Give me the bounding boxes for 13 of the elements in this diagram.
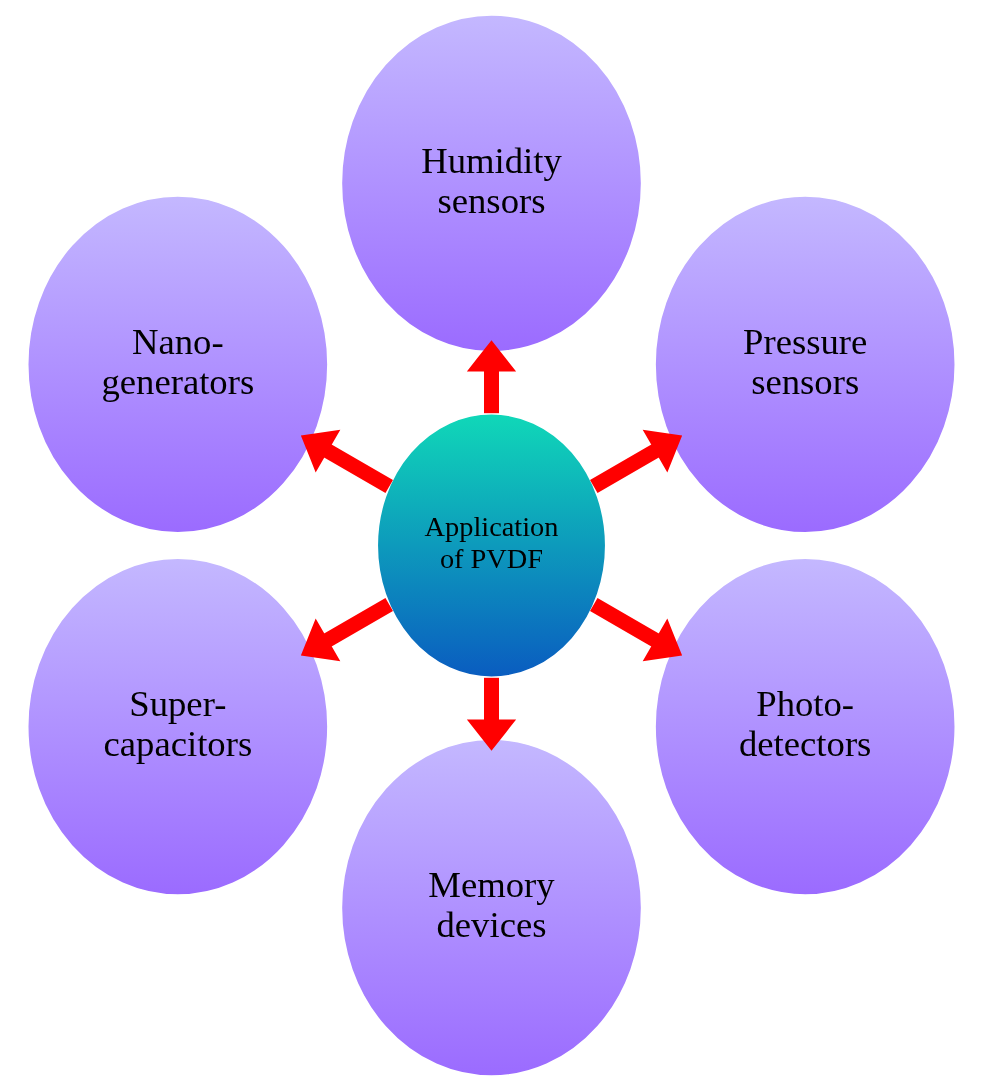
node-ellipse: Super- capacitors <box>26 557 329 896</box>
node-ellipse: Application of PVDF <box>376 412 607 679</box>
node-ellipse: Memory devices <box>340 738 643 1078</box>
arrow <box>466 340 517 414</box>
arrow <box>590 429 683 493</box>
node-ellipse: Humidity sensors <box>340 13 643 353</box>
arrow <box>300 598 393 662</box>
arrow <box>590 598 683 662</box>
arrow <box>466 677 517 751</box>
node-ellipse: Nano- generators <box>26 195 329 534</box>
node-ellipse: Photo- detectors <box>654 557 957 896</box>
node-ellipse: Pressure sensors <box>654 195 957 534</box>
arrow <box>300 429 393 493</box>
